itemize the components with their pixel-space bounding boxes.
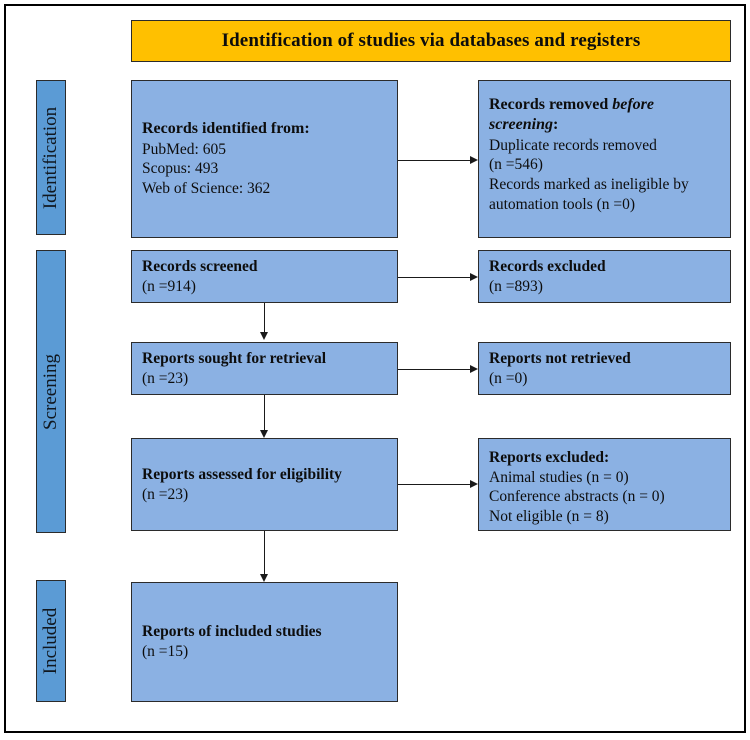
connector-sought-to-assessed (264, 395, 265, 431)
connector-screened-to-excluded (398, 277, 471, 278)
phase-rail-included-label: Included (40, 607, 62, 675)
arrowhead-identified-to-removed (470, 155, 478, 164)
diagram-title-banner: Identification of studies via databases … (131, 20, 731, 62)
reports-not-retrieved-heading: Reports not retrieved (489, 349, 631, 367)
records-excluded-count: (n =893) (489, 277, 543, 295)
reports-not-retrieved-count: (n =0) (489, 369, 528, 387)
records-excluded-heading: Records excluded (489, 257, 606, 275)
reports-assessed-heading: Reports assessed for eligibility (142, 465, 342, 483)
phase-rail-identification: Identification (36, 80, 66, 235)
box-records-removed: Records removed before screening: Duplic… (478, 80, 731, 238)
reports-included-count: (n =15) (142, 643, 189, 660)
arrowhead-screened-to-sought (259, 332, 268, 340)
records-identified-source-1: Scopus: 493 (142, 160, 219, 178)
records-removed-line-0: Duplicate records removed (489, 136, 657, 154)
arrowhead-assessed-to-included (259, 574, 268, 582)
connector-assessed-to-excluded (398, 484, 471, 485)
records-screened-count: (n =914) (142, 277, 196, 295)
arrowhead-screened-to-excluded (470, 272, 478, 281)
records-identified-source-0: PubMed: 605 (142, 140, 226, 158)
reports-excluded-reason-0: Animal studies (n = 0) (489, 468, 629, 486)
connector-assessed-to-included (264, 531, 265, 575)
reports-sought-heading: Reports sought for retrieval (142, 349, 327, 367)
records-removed-heading: Records removed before screening: (489, 96, 654, 134)
box-records-excluded: Records excluded (n =893) (478, 250, 731, 303)
box-records-identified: Records identified from: PubMed: 605 Sco… (131, 80, 398, 238)
arrowhead-assessed-to-excluded (470, 479, 478, 488)
box-reports-sought: Reports sought for retrieval (n =23) (131, 342, 398, 395)
box-reports-not-retrieved: Reports not retrieved (n =0) (478, 342, 731, 395)
reports-excluded-heading: Reports excluded: (489, 449, 610, 466)
arrowhead-sought-to-not-retrieved (470, 364, 478, 373)
records-screened-heading: Records screened (142, 257, 258, 275)
box-records-screened: Records screened (n =914) (131, 250, 398, 303)
reports-included-heading: Reports of included studies (142, 623, 322, 641)
reports-excluded-reason-1: Conference abstracts (n = 0) (489, 488, 665, 506)
phase-rail-screening-label: Screening (40, 353, 62, 430)
page-title: Identification of studies via databases … (221, 30, 641, 51)
connector-screened-to-sought (264, 303, 265, 333)
records-removed-line-1: (n =546) (489, 156, 543, 174)
connector-identified-to-removed (398, 160, 471, 161)
phase-rail-identification-label: Identification (40, 106, 62, 209)
connector-sought-to-not-retrieved (398, 369, 471, 370)
arrowhead-sought-to-assessed (259, 430, 268, 438)
box-reports-excluded: Reports excluded: Animal studies (n = 0)… (478, 438, 731, 531)
reports-sought-count: (n =23) (142, 369, 189, 387)
reports-excluded-reason-2: Not eligible (n = 8) (489, 508, 609, 526)
phase-rail-screening: Screening (36, 250, 66, 533)
box-reports-included: Reports of included studies (n =15) (131, 582, 398, 702)
box-reports-assessed: Reports assessed for eligibility (n =23) (131, 438, 398, 531)
records-identified-heading: Records identified from: (142, 120, 310, 138)
diagram-outer-frame (4, 4, 746, 733)
reports-assessed-count: (n =23) (142, 485, 189, 503)
phase-rail-included: Included (36, 580, 66, 702)
records-identified-source-2: Web of Science: 362 (142, 179, 271, 197)
records-removed-line-2: Records marked as ineligible by automati… (489, 175, 689, 213)
